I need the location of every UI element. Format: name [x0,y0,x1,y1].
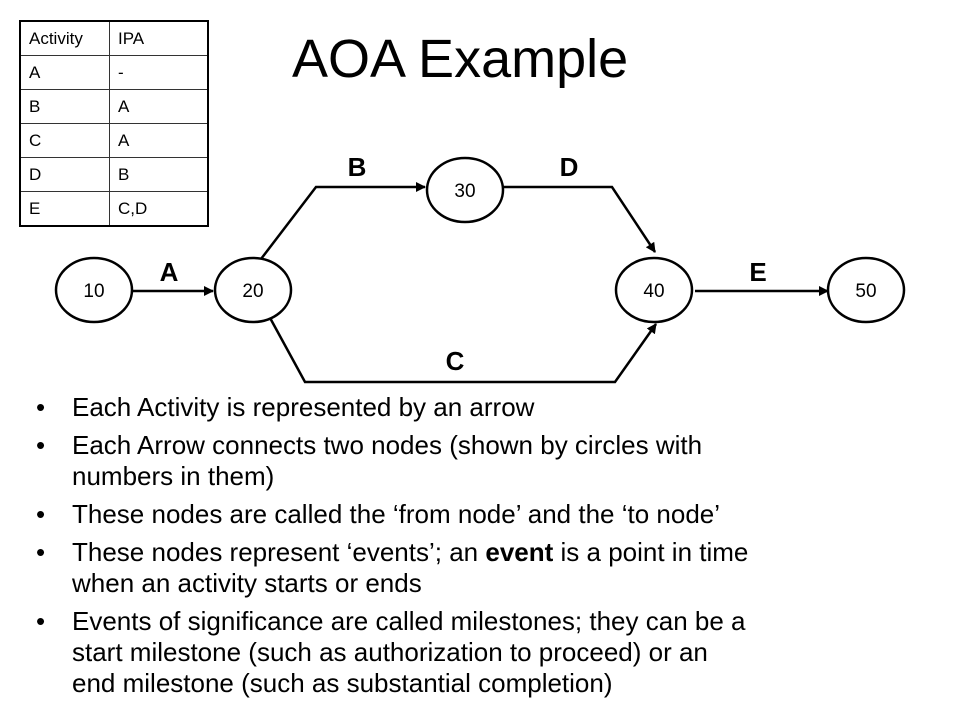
node-30 [425,156,505,224]
bullet-text: start milestone (such as authorization t… [72,637,708,667]
node-20 [213,256,293,324]
bullet-dot: • [36,606,46,636]
list-item: • Each Activity is represented by an arr… [36,392,936,423]
bullet-emphasis: event [485,537,554,567]
node-label: 30 [454,181,475,202]
node-10 [54,256,134,324]
table-cell: D [19,157,110,192]
bullet-dot: • [36,392,46,422]
node-label: 20 [242,281,263,302]
bullet-text: Each Arrow connects two nodes (shown by … [72,430,703,460]
table-cell: C,D [109,191,209,227]
table-cell: B [109,157,209,192]
bullet-text: These nodes represent ‘events’; an [72,537,486,567]
node-label: 10 [83,281,104,302]
arrow-d [503,185,657,253]
activity-label-e: E [749,257,766,287]
bullet-text: end milestone (such as substantial compl… [72,668,613,698]
ipa-table: Activity IPA A - B A C A D B E C,D [19,20,209,227]
page-title: AOA Example [292,29,629,89]
list-item: • These nodes represent ‘events’; an eve… [36,537,936,599]
bullet-text: numbers in them) [72,461,275,491]
table-cell: - [109,55,209,90]
table-header-row: Activity IPA [19,20,209,56]
activity-label-c: C [446,346,465,376]
node-40 [614,256,694,324]
activity-label-d: D [560,152,579,182]
table-cell: E [19,191,110,227]
node-label: 40 [643,281,664,302]
arrow-b [260,182,426,260]
bullet-text: when an activity starts or ends [72,568,422,598]
bullet-dot: • [36,499,46,529]
table-row: D B [19,157,209,192]
bullet-dot: • [36,430,46,460]
activity-label-b: B [348,152,367,182]
bullet-text: is a point in time [553,537,749,567]
table-row: E C,D [19,191,209,227]
table-header-ipa: IPA [109,20,209,56]
table-cell: C [19,123,110,158]
table-cell: B [19,89,110,124]
table-cell: A [109,89,209,124]
table-row: B A [19,89,209,124]
bullet-text: Events of significance are called milest… [72,606,746,636]
list-item: • Each Arrow connects two nodes (shown b… [36,430,936,492]
bullet-text: Each Activity is represented by an arrow [72,392,535,422]
node-50 [826,256,906,324]
bullet-text: These nodes are called the ‘from node’ a… [72,499,721,529]
node-label: 50 [855,281,876,302]
table-row: A - [19,55,209,90]
activity-label-a: A [160,257,179,287]
bullet-list: • Each Activity is represented by an arr… [36,392,936,706]
arrow-c [267,315,658,384]
bullet-dot: • [36,537,46,567]
aoa-network-diagram: 10 20 30 40 50 A B D E C [54,152,906,384]
list-item: • Events of significance are called mile… [36,606,936,699]
list-item: • These nodes are called the ‘from node’… [36,499,936,530]
